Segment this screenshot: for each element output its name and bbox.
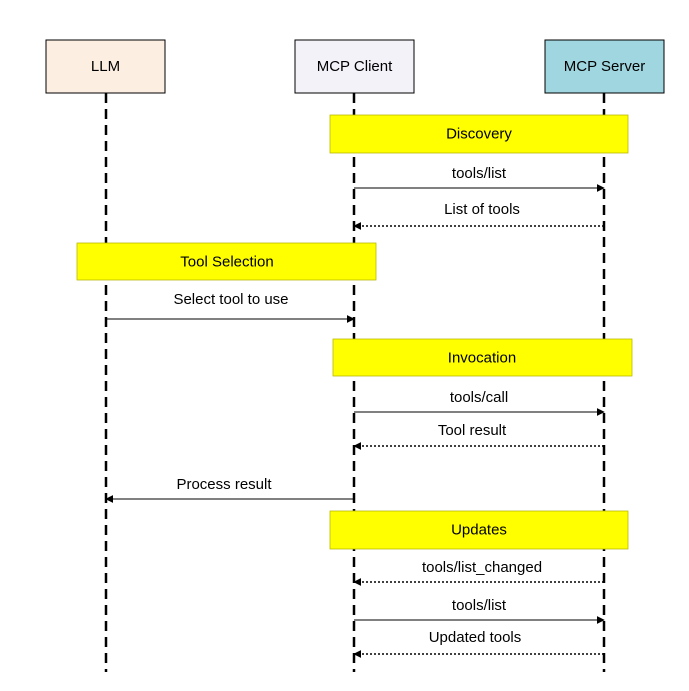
message-list-of-tools-label: List of tools bbox=[444, 201, 520, 218]
message-tool-result: Tool result bbox=[353, 422, 604, 450]
participant-llm-box bbox=[45, 39, 166, 94]
message-select-tool: Select tool to use bbox=[106, 291, 355, 323]
message-list-of-tools: List of tools bbox=[353, 201, 604, 230]
phase-updates-box bbox=[329, 510, 629, 550]
participant-mcp-client-box bbox=[294, 39, 415, 94]
participant-mcp-client: MCP Client bbox=[294, 39, 415, 94]
message-tools-list: tools/list bbox=[354, 165, 605, 192]
message-tools-list-label: tools/list bbox=[452, 165, 507, 182]
message-updated-tools: Updated tools bbox=[353, 629, 604, 658]
phase-invocation-label: Invocation bbox=[448, 350, 516, 367]
phase-tool-selection: Tool Selection bbox=[76, 242, 377, 281]
phase-discovery-label: Discovery bbox=[446, 126, 512, 143]
phase-tool-selection-label: Tool Selection bbox=[180, 254, 273, 271]
message-select-tool-label: Select tool to use bbox=[173, 291, 288, 308]
phase-discovery: Discovery bbox=[329, 114, 629, 154]
message-process-result: Process result bbox=[105, 476, 354, 503]
phase-discovery-box bbox=[329, 114, 629, 154]
message-tool-result-label: Tool result bbox=[438, 422, 507, 439]
participant-mcp-client-label: MCP Client bbox=[317, 58, 393, 75]
participant-llm: LLM bbox=[45, 39, 166, 94]
participant-llm-label: LLM bbox=[91, 58, 120, 75]
phase-invocation-box bbox=[332, 338, 633, 377]
message-tools-list-changed: tools/list_changed bbox=[353, 559, 604, 586]
message-tools-call: tools/call bbox=[354, 389, 605, 416]
participant-mcp-server: MCP Server bbox=[544, 39, 665, 94]
participant-mcp-server-box bbox=[544, 39, 665, 94]
message-updated-tools-label: Updated tools bbox=[429, 629, 522, 646]
phase-tool-selection-box bbox=[76, 242, 377, 281]
message-tools-list-again: tools/list bbox=[354, 597, 605, 624]
message-tools-call-label: tools/call bbox=[450, 389, 508, 406]
message-tools-list-again-label: tools/list bbox=[452, 597, 507, 614]
participant-mcp-server-label: MCP Server bbox=[564, 58, 645, 75]
message-process-result-label: Process result bbox=[176, 476, 272, 493]
phase-invocation: Invocation bbox=[332, 338, 633, 377]
phase-updates: Updates bbox=[329, 510, 629, 550]
phase-updates-label: Updates bbox=[451, 522, 507, 539]
message-tools-list-changed-label: tools/list_changed bbox=[422, 559, 542, 576]
